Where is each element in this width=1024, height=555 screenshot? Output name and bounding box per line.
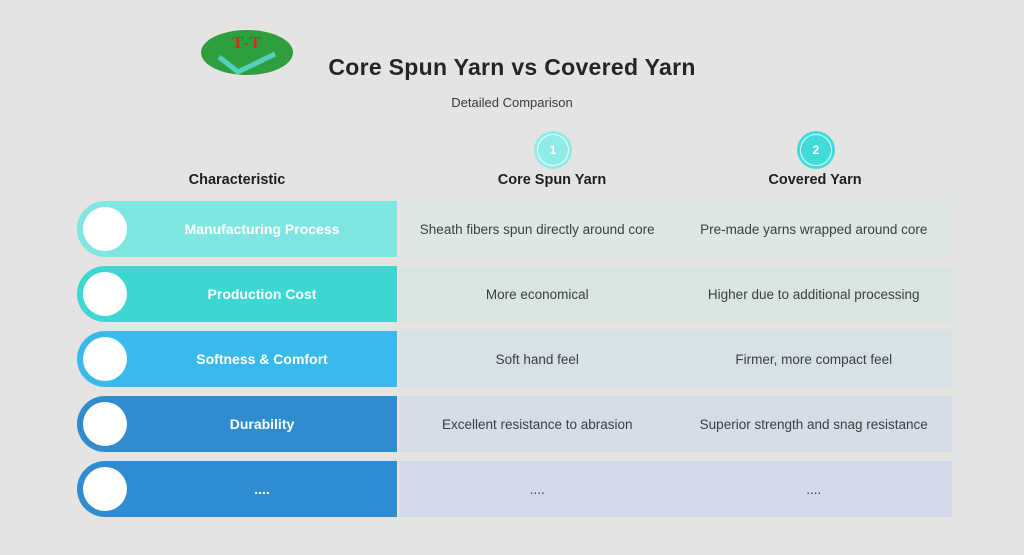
badge-ring: 1 <box>537 134 569 166</box>
table-row: Softness & Comfort Soft hand feel Firmer… <box>77 331 952 387</box>
characteristic-pill: Durability <box>77 396 397 452</box>
row-values: Sheath fibers spun directly around core … <box>399 201 952 257</box>
badge-ring: 2 <box>800 134 832 166</box>
bullet-dot <box>83 272 127 316</box>
badge-number: 2 <box>812 143 820 157</box>
row-values: More economical Higher due to additional… <box>399 266 952 322</box>
covered-value: Superior strength and snag resistance <box>699 416 928 432</box>
column-header-characteristic: Characteristic <box>188 172 286 188</box>
covered-value: Firmer, more compact feel <box>735 351 893 367</box>
core-spun-value: .... <box>529 481 545 497</box>
column-header-covered: Covered Yarn <box>768 172 862 188</box>
page-subtitle: Detailed Comparison <box>451 95 573 110</box>
logo-checkmark-icon <box>217 51 277 75</box>
characteristic-pill: Production Cost <box>77 266 397 322</box>
row-values: Excellent resistance to abrasion Superio… <box>399 396 952 452</box>
core-spun-number-badge: 1 <box>534 131 572 169</box>
company-logo: T-T <box>201 30 293 75</box>
core-spun-value: Sheath fibers spun directly around core <box>419 221 655 237</box>
page-title: Core Spun Yarn vs Covered Yarn <box>328 54 696 80</box>
bullet-dot <box>83 337 127 381</box>
characteristic-label: Manufacturing Process <box>184 221 340 237</box>
row-values: .... .... <box>399 461 952 517</box>
badge-number: 1 <box>549 143 557 157</box>
table-row: Manufacturing Process Sheath fibers spun… <box>77 201 952 257</box>
characteristic-pill: Manufacturing Process <box>77 201 397 257</box>
characteristic-label: Softness & Comfort <box>196 351 328 367</box>
table-row: .... .... .... <box>77 461 952 517</box>
table-row: Production Cost More economical Higher d… <box>77 266 952 322</box>
table-row: Durability Excellent resistance to abras… <box>77 396 952 452</box>
characteristic-label: .... <box>254 481 270 497</box>
characteristic-label: Durability <box>229 416 295 432</box>
covered-value: Pre-made yarns wrapped around core <box>700 221 928 237</box>
core-spun-value: More economical <box>485 286 589 302</box>
covered-value: .... <box>806 481 822 497</box>
core-spun-value: Excellent resistance to abrasion <box>441 416 633 432</box>
characteristic-pill: Softness & Comfort <box>77 331 397 387</box>
characteristic-pill: .... <box>77 461 397 517</box>
column-header-core-spun: Core Spun Yarn <box>497 172 607 188</box>
bullet-dot <box>83 207 127 251</box>
bullet-dot <box>83 467 127 511</box>
core-spun-value: Soft hand feel <box>495 351 579 367</box>
covered-number-badge: 2 <box>797 131 835 169</box>
characteristic-label: Production Cost <box>207 286 317 302</box>
logo-monogram: T-T <box>232 33 262 52</box>
row-values: Soft hand feel Firmer, more compact feel <box>399 331 952 387</box>
comparison-table: Manufacturing Process Sheath fibers spun… <box>77 201 952 517</box>
bullet-dot <box>83 402 127 446</box>
covered-value: Higher due to additional processing <box>707 286 920 302</box>
